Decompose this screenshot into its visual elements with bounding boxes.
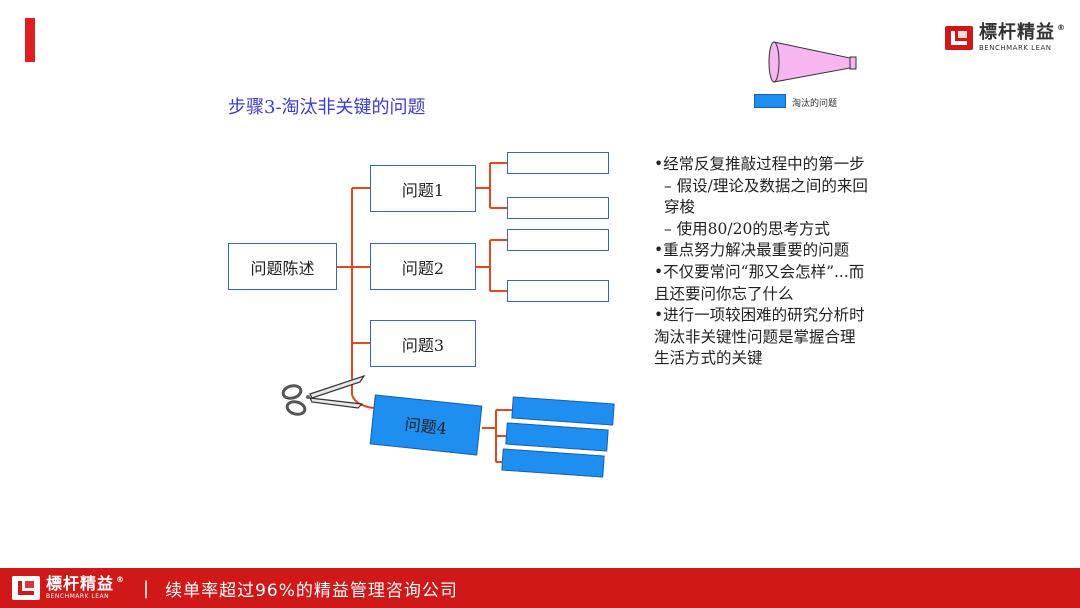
brand-name-cn: 標杆精益: [979, 22, 1055, 43]
logo-mark-icon: [945, 26, 973, 50]
note-6: •进行一项较困难的研究分析时淘汰非关键性问题是掌握合理生活方式的关键: [654, 306, 865, 368]
problem-1-box: 问题1: [370, 165, 476, 212]
sub-issue-box: [507, 280, 609, 302]
problem-2-box: 问题2: [370, 243, 476, 290]
footer-slogan: 续单率超过96%的精益管理咨询公司: [165, 580, 458, 601]
legend-label: 淘汰的问题: [792, 99, 838, 109]
legend-swatch: [754, 94, 786, 108]
brand-name-en: BENCHMARK LEAN: [979, 44, 1052, 52]
problem-statement-label: 问题陈述: [250, 258, 315, 278]
problem-1-label: 问题1: [401, 180, 445, 200]
problem-statement-box: 问题陈述: [228, 243, 337, 290]
note-3: – 使用80/20的思考方式: [664, 219, 830, 238]
note-4: •重点努力解决最重要的问题: [654, 241, 850, 260]
footer-brand-name-en: BENCHMARK LEAN: [46, 593, 110, 600]
sub-issue-box: [507, 197, 609, 219]
notes-panel: •经常反复推敲过程中的第一步 – 假设/理论及数据之间的来回穿梭 – 使用80/…: [654, 154, 868, 370]
slide-title: 步骤3-淘汰非关键的问题: [228, 97, 426, 118]
logo-mark-icon: [12, 576, 40, 600]
footer-logo: 標杆精益® BENCHMARK LEAN: [12, 576, 125, 600]
brand-logo: 標杆精益® BENCHMARK LEAN: [945, 24, 1066, 52]
problem-3-label: 问题3: [401, 335, 445, 355]
note-5: •不仅要常问“那又会怎样”...而且还要问你忘了什么: [654, 262, 865, 303]
accent-bar: [25, 18, 35, 62]
problem-2-label: 问题2: [401, 258, 445, 278]
note-2: – 假设/理论及数据之间的来回穿梭: [664, 176, 868, 217]
footer-bar: 標杆精益® BENCHMARK LEAN | 续单率超过96%的精益管理咨询公司: [0, 568, 1080, 608]
footer-separator: |: [143, 577, 150, 599]
scissors-icon: [281, 374, 366, 416]
sub-issue-box: [507, 152, 609, 174]
note-1: •经常反复推敲过程中的第一步: [654, 155, 865, 173]
footer-registered-mark: ®: [116, 575, 126, 584]
registered-mark: ®: [1057, 23, 1066, 32]
problem-3-box: 问题3: [370, 320, 476, 367]
problem-4-label: 问题4: [403, 414, 448, 439]
funnel-icon: [768, 41, 857, 83]
footer-brand-name-cn: 標杆精益: [46, 574, 115, 593]
sub-issue-box: [507, 229, 609, 251]
